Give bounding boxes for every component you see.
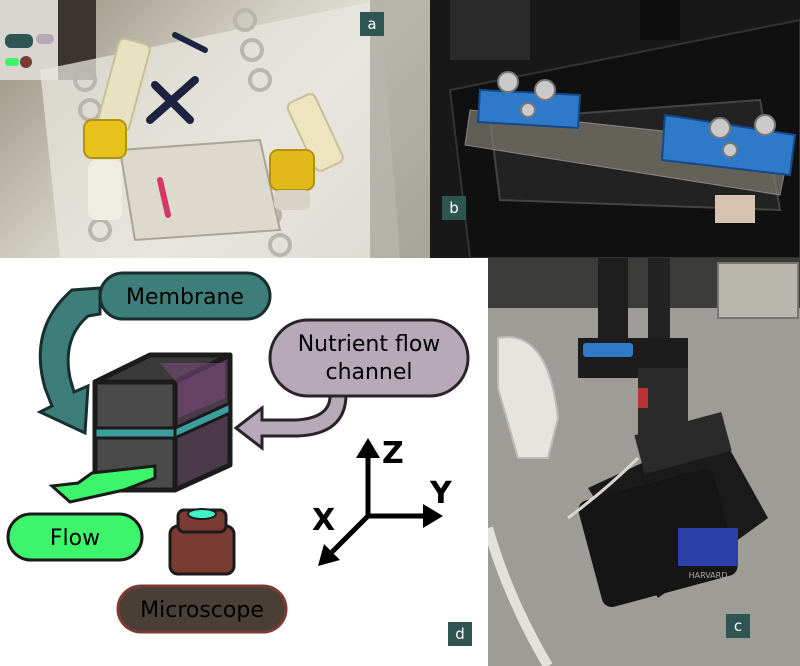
flow-label: Flow [50, 526, 100, 551]
left-connector [83, 37, 151, 220]
marker-cross [146, 76, 199, 124]
nutrient-label-line2: channel [325, 360, 412, 385]
membrane-label: Membrane [126, 285, 244, 310]
microscope-objective-icon [168, 508, 236, 576]
microscope-callout: Microscope [116, 584, 288, 634]
right-connector [269, 93, 344, 210]
pump-brand-text: HARVARD [689, 571, 728, 580]
membrane-arrow [36, 286, 102, 436]
photo-panel-c: HARVARD c [488, 258, 800, 666]
panel-label-b: b [442, 196, 466, 220]
microscope-stage-chip [583, 343, 633, 357]
flow-chamber [92, 352, 233, 493]
photo-panel-b: b [430, 0, 800, 258]
membrane-callout: Membrane [98, 271, 272, 321]
nutrient-callout: Nutrient flow channel [268, 318, 470, 398]
mount-photo [430, 0, 800, 258]
microscope-label: Microscope [140, 598, 264, 623]
setup-photo: HARVARD [488, 258, 800, 666]
photo-panel-a: a [0, 0, 430, 258]
schematic-panel-d: Membrane Nutrient flow channel Fl [0, 258, 488, 666]
syringe-pump: HARVARD [578, 412, 768, 607]
axis-y-label: Y [429, 476, 453, 511]
flow-callout: Flow [6, 512, 144, 562]
axis-x-label: X [312, 503, 335, 538]
chip-photo [0, 0, 430, 258]
nutrient-arrow [233, 394, 348, 452]
coordinate-axes [318, 438, 443, 566]
nutrient-label-line1: Nutrient flow [298, 332, 441, 357]
axis-z-label: Z [382, 436, 404, 471]
panel-label-d: d [448, 622, 472, 646]
schematic-diagram: Membrane Nutrient flow channel Fl [6, 271, 470, 634]
panel-label-a: a [360, 12, 384, 36]
panel-label-c: c [726, 614, 750, 638]
flow-arrow [48, 464, 157, 504]
